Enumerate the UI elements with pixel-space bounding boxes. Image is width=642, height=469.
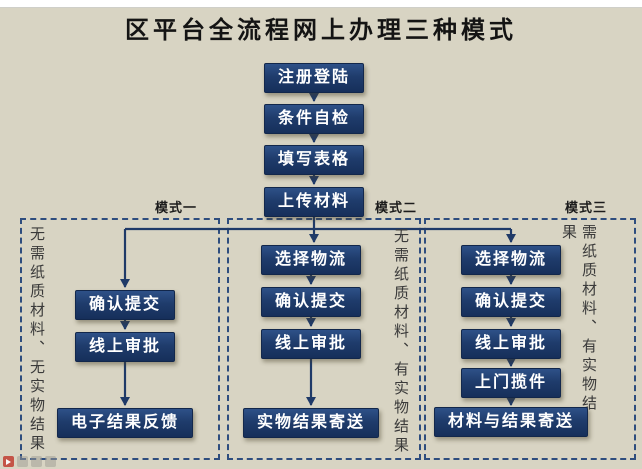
mode2-step-physical-result-delivery: 实物结果寄送	[242, 408, 380, 438]
page-title: 区平台全流程网上办理三种模式	[125, 17, 517, 44]
mode3-side-note: 需纸质材料、有实物结果	[560, 224, 597, 414]
mode2-step-choose-logistics: 选择物流	[260, 245, 362, 275]
mode2-step-online-approval: 线上审批	[260, 329, 362, 359]
mode1-label: 模式一	[154, 200, 198, 215]
mode3-step-door-pickup: 上门揽件	[460, 368, 562, 398]
mode2-label: 模式二	[374, 200, 418, 215]
mode3-step-confirm-submit: 确认提交	[460, 287, 562, 317]
pen-icon[interactable]	[17, 456, 28, 467]
step-register-login: 注册登陆	[263, 63, 365, 93]
mode1-step-confirm-submit: 确认提交	[74, 290, 176, 320]
mode3-step-online-approval: 线上审批	[460, 329, 562, 359]
mode1-step-e-result-feedback: 电子结果反馈	[56, 408, 194, 438]
presenter-toolbar	[3, 456, 56, 467]
mode3-step-materials-result-delivery: 材料与结果寄送	[433, 407, 589, 437]
mode1-step-online-approval: 线上审批	[74, 332, 176, 362]
mode2-side-note: 无需纸质材料、有实物结果	[392, 228, 409, 456]
step-self-check: 条件自检	[263, 104, 365, 134]
mode3-frame	[424, 218, 636, 460]
next-slide-icon[interactable]	[45, 456, 56, 467]
step-upload-materials: 上传材料	[263, 187, 365, 217]
prev-slide-icon[interactable]	[31, 456, 42, 467]
step-fill-form: 填写表格	[263, 145, 365, 175]
mode2-step-confirm-submit: 确认提交	[260, 287, 362, 317]
mode3-step-choose-logistics: 选择物流	[460, 245, 562, 275]
mode1-side-note: 无需纸质材料、无实物结果	[28, 226, 45, 454]
mode2-frame	[227, 218, 421, 460]
play-icon[interactable]	[3, 456, 14, 467]
top-strip	[0, 0, 642, 8]
mode1-frame	[20, 218, 220, 460]
mode3-label: 模式三	[564, 200, 608, 215]
